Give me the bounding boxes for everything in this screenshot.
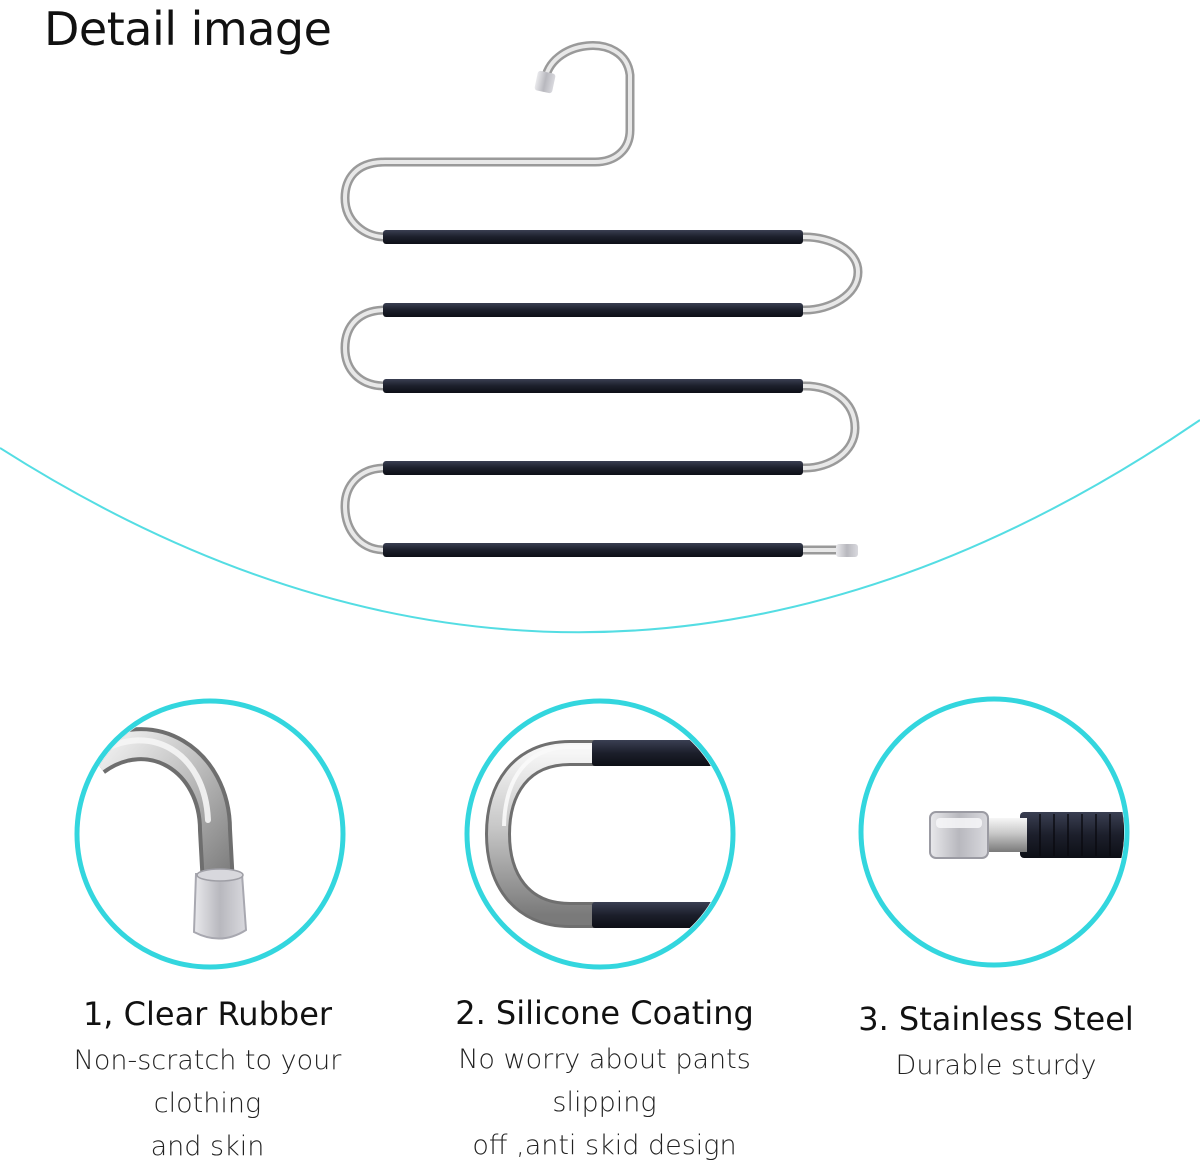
hanger-icon bbox=[340, 41, 863, 557]
feature-title: 2. Silicone Coating bbox=[455, 994, 754, 1032]
feature-description-line: off ,anti skid design bbox=[472, 1130, 737, 1161]
feature-description: No worry about pants slipping off ,anti … bbox=[412, 1038, 797, 1167]
feature-description-line: No worry about pants slipping bbox=[458, 1044, 751, 1118]
feature-title: 1, Clear Rubber bbox=[82, 995, 333, 1033]
decorative-arc bbox=[0, 419, 1200, 634]
product-illustration bbox=[0, 41, 1200, 970]
feature-description-line: Non-scratch to your clothing bbox=[73, 1045, 342, 1119]
feature-description: Durable sturdy bbox=[846, 1044, 1146, 1087]
detail-silicone-coating-icon bbox=[464, 698, 736, 970]
feature-description: Non-scratch to your clothing and skin bbox=[30, 1039, 385, 1168]
feature-silicone-coating: 2. Silicone Coating No worry about pants… bbox=[412, 994, 797, 1167]
feature-description-line: Durable sturdy bbox=[895, 1050, 1097, 1081]
feature-description-line: and skin bbox=[150, 1131, 265, 1162]
page-title: Detail image bbox=[44, 2, 332, 56]
detail-stainless-steel-icon bbox=[858, 696, 1130, 968]
feature-title: 3. Stainless Steel bbox=[858, 1000, 1134, 1038]
detail-clear-rubber-icon bbox=[74, 698, 346, 970]
feature-stainless-steel: 3. Stainless Steel Durable sturdy bbox=[846, 1000, 1146, 1087]
feature-clear-rubber: 1, Clear Rubber Non-scratch to your clot… bbox=[30, 995, 385, 1168]
